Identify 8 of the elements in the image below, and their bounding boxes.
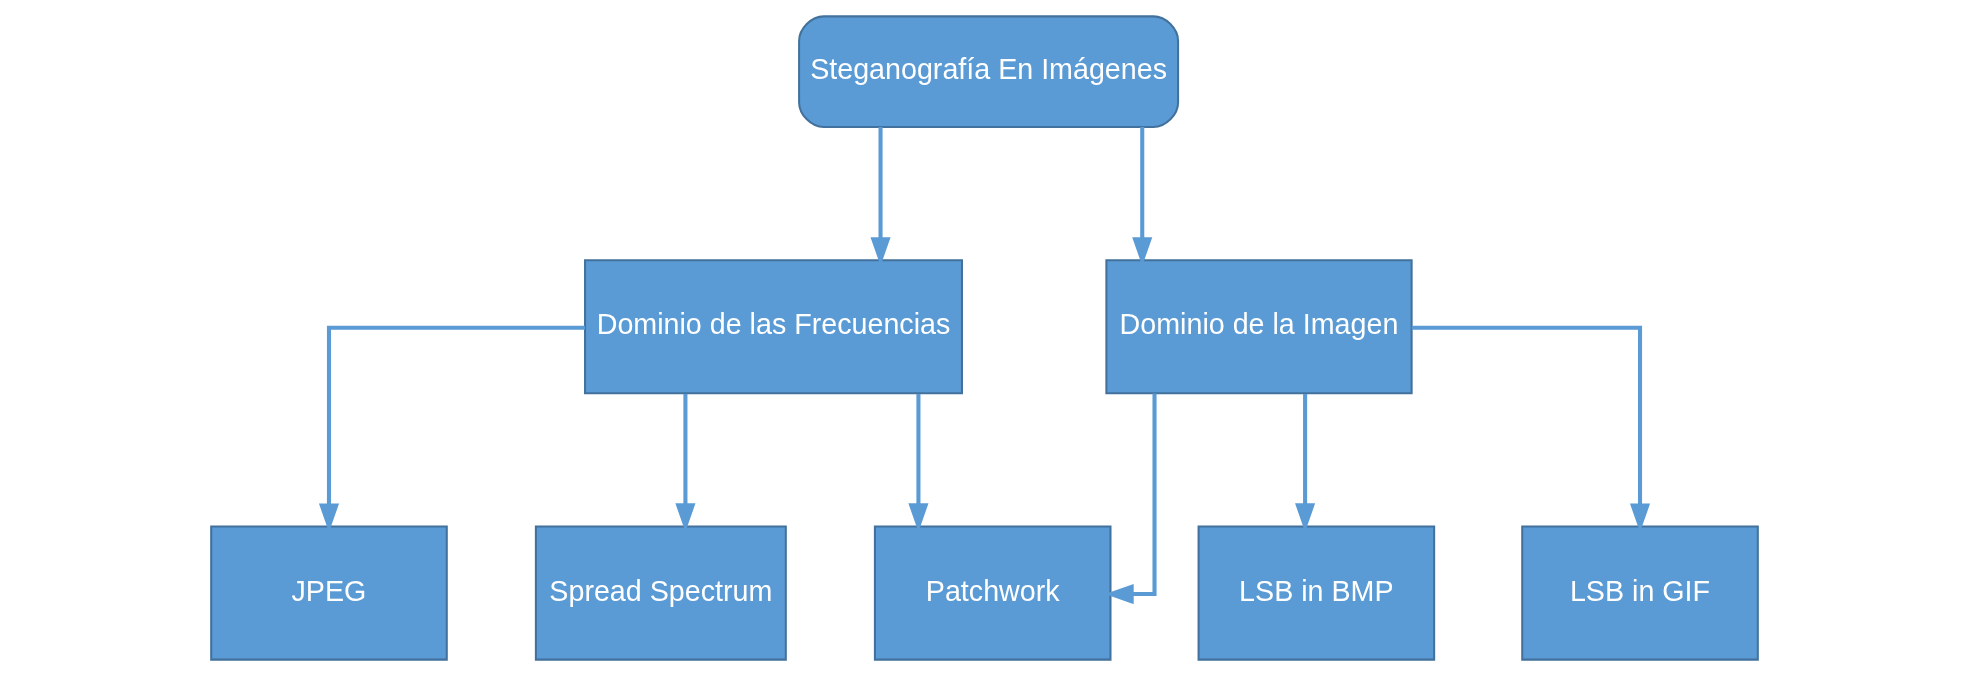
node-box: Spread Spectrum: [534, 525, 787, 661]
node-box: LSB in BMP: [1197, 525, 1435, 661]
node-box: Patchwork: [873, 525, 1111, 661]
node-box: LSB in GIF: [1520, 525, 1759, 661]
node-box: Dominio de la Imagen: [1104, 259, 1413, 395]
node-box: Steganografía En Imágenes: [797, 15, 1179, 129]
node-box: JPEG: [209, 525, 448, 661]
node-box: Dominio de las Frecuencias: [583, 259, 963, 395]
